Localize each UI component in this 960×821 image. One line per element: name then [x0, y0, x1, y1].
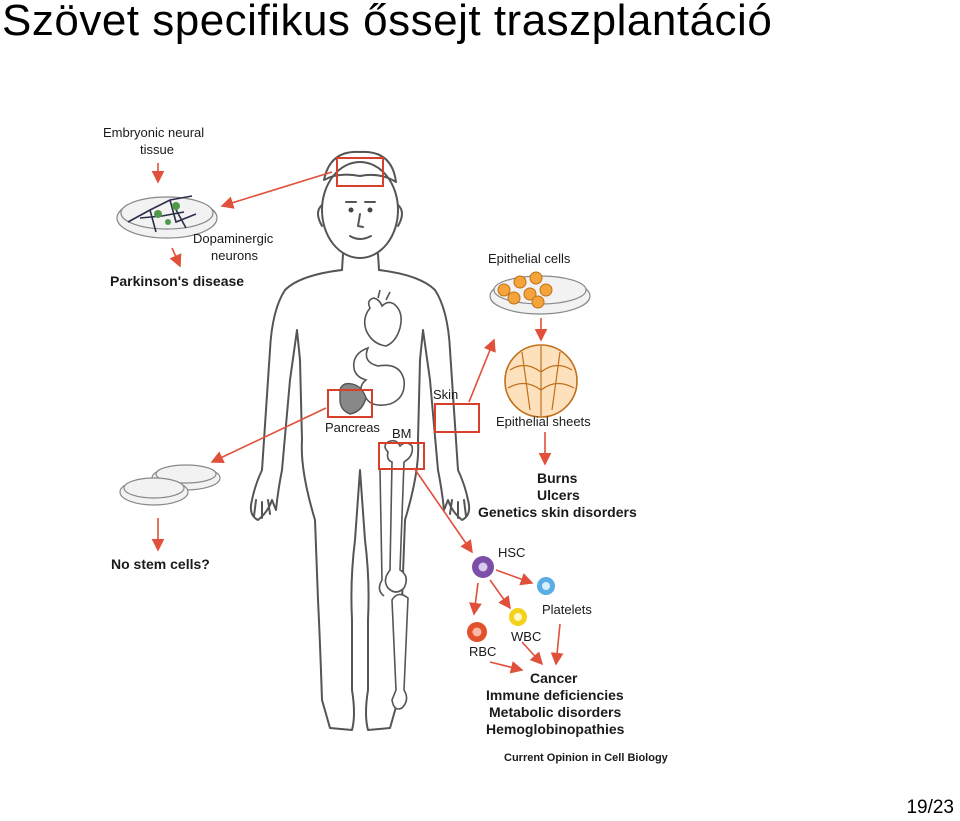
hsc-cell-icon [472, 556, 494, 578]
platelet-cell-icon [537, 577, 555, 595]
label-hemoglobinopathies: Hemoglobinopathies [486, 721, 625, 737]
label-ulcers: Ulcers [537, 487, 580, 503]
label-skin: Skin [433, 387, 458, 402]
leg-bone-icon [378, 439, 414, 710]
wbc-cell-icon [509, 608, 527, 626]
skin-highlight-box [434, 403, 480, 433]
label-immune-deficiencies: Immune deficiencies [486, 687, 624, 703]
label-rbc: RBC [469, 644, 496, 659]
brain-highlight-box [336, 157, 384, 187]
human-body-figure [249, 150, 471, 731]
heart-organ-icon [363, 289, 402, 347]
label-parkinsons: Parkinson's disease [110, 273, 244, 289]
epithelial-petri-dish-icon [489, 271, 591, 315]
label-wbc: WBC [511, 629, 541, 644]
label-embryonic-neural: Embryonic neural [103, 125, 204, 140]
pancreas-petri-dish-icon [119, 464, 221, 506]
label-hsc: HSC [498, 545, 525, 560]
label-burns: Burns [537, 470, 578, 486]
label-bm: BM [392, 426, 412, 441]
label-epithelial-sheets: Epithelial sheets [496, 414, 591, 429]
label-no-stem-cells: No stem cells? [111, 556, 210, 572]
neural-petri-dish-icon [116, 195, 218, 239]
page-number: 19/23 [906, 797, 954, 818]
slide-title: Szövet specifikus őssejt traszplantáció [2, 0, 773, 45]
source-credit: Current Opinion in Cell Biology [504, 752, 669, 764]
rbc-cell-icon [467, 622, 487, 642]
label-epithelial-cells: Epithelial cells [488, 251, 571, 266]
label-dopaminergic: Dopaminergic [193, 231, 274, 246]
label-pancreas: Pancreas [325, 420, 380, 435]
label-genetic-skin-disorders: Genetics skin disorders [478, 504, 637, 520]
label-neurons: neurons [211, 248, 258, 263]
bm-highlight-box [378, 442, 425, 470]
label-metabolic-disorders: Metabolic disorders [489, 704, 621, 720]
label-embryonic-tissue: tissue [140, 142, 174, 157]
label-cancer: Cancer [530, 670, 578, 686]
epithelial-sheet-icon [504, 344, 578, 418]
label-platelets: Platelets [542, 602, 592, 617]
pancreas-highlight-box [327, 389, 373, 418]
